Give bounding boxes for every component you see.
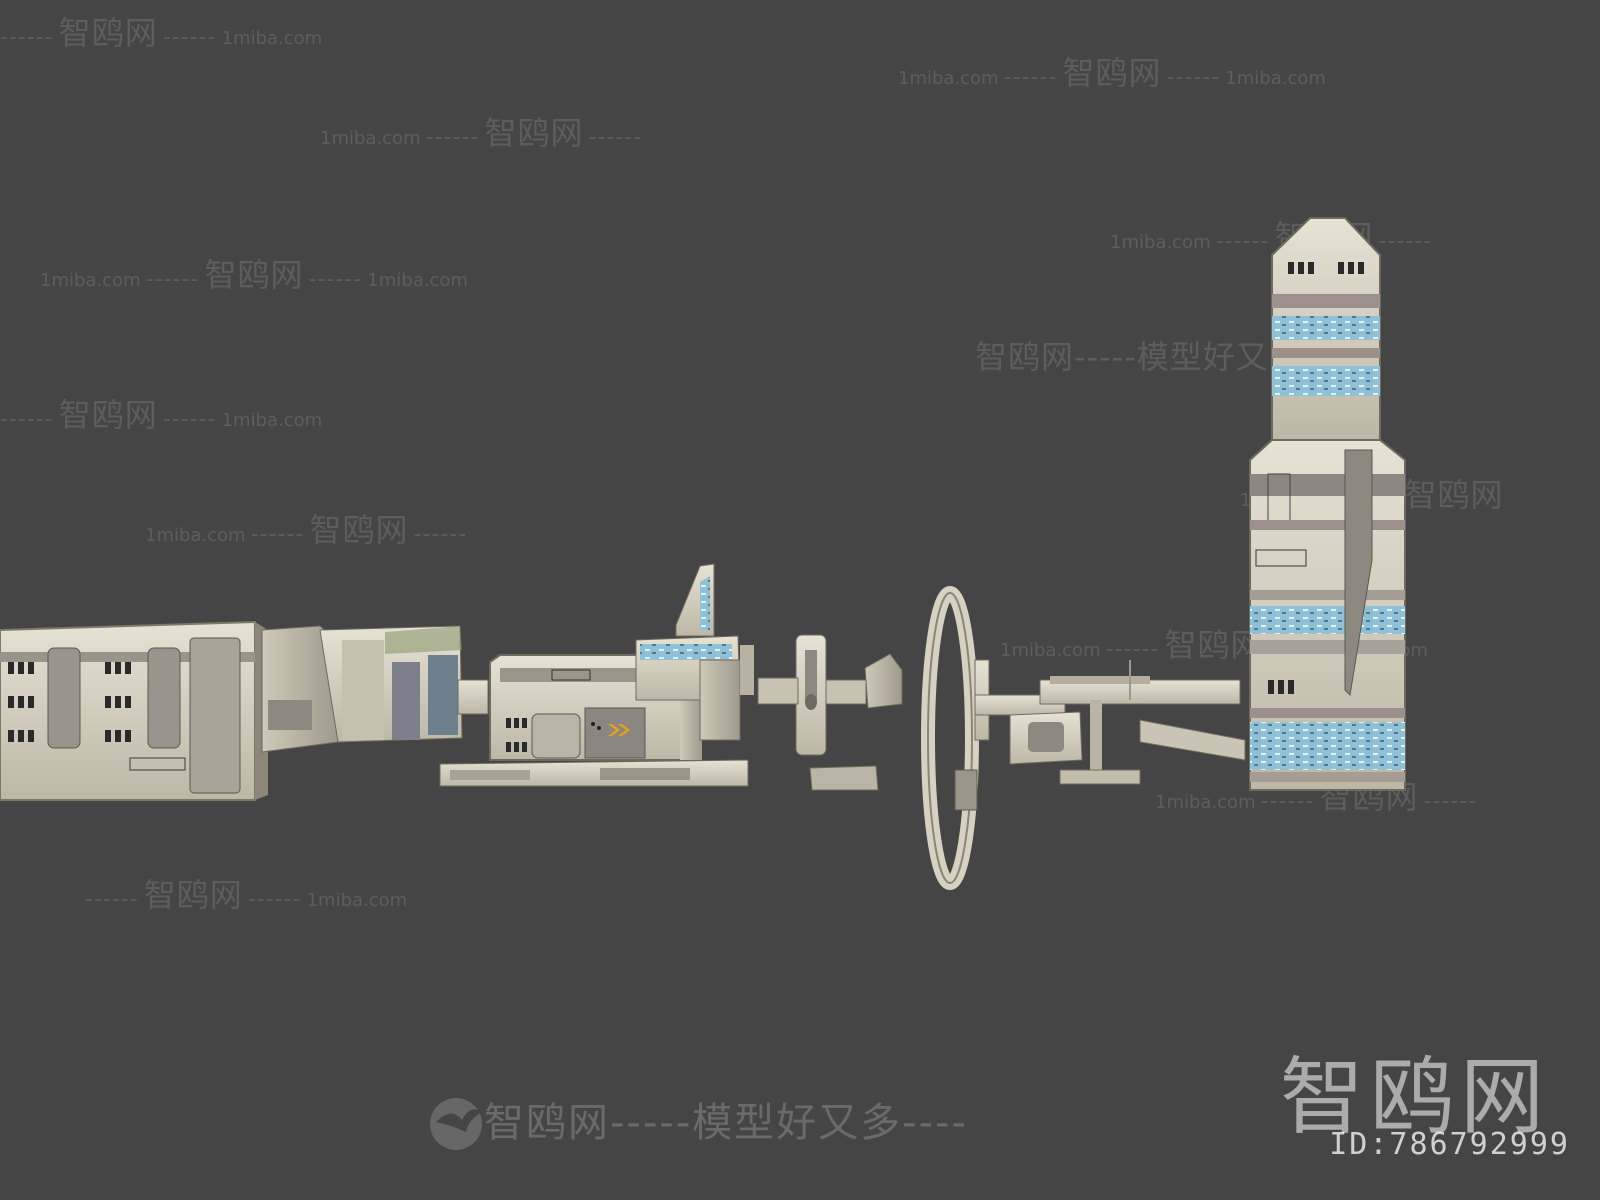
- watermark-dash: ------: [1215, 229, 1270, 254]
- watermark-cn: 智鸥网: [1062, 54, 1162, 92]
- fin-antenna: [675, 563, 715, 637]
- watermark-dash: ------: [1260, 789, 1315, 814]
- watermark-en: 1miba.com: [367, 270, 468, 291]
- watermark-en: 1miba.com: [1225, 68, 1326, 89]
- watermark-dash: ------: [425, 125, 480, 150]
- window-block: [635, 635, 754, 741]
- watermark-dash: ------: [0, 407, 54, 432]
- watermark-en: 1miba.com: [306, 890, 408, 911]
- watermark-en: 1miba.com: [320, 128, 421, 149]
- mid-left-modules: [261, 625, 463, 753]
- watermark-dash: ------: [1423, 789, 1478, 814]
- watermark-cn: 智鸥网: [484, 114, 584, 152]
- watermark-cn: 智鸥网: [1164, 626, 1264, 664]
- gull-logo-icon: [430, 1098, 482, 1150]
- pillar-module: [757, 634, 903, 791]
- watermark-row: ------ 智鸥网 ------ 1miba.com: [0, 8, 322, 54]
- watermark-dash: ------: [413, 522, 468, 547]
- watermark-dash: ------: [145, 267, 200, 292]
- brand-logo-text: 智鸥网: [1279, 1048, 1550, 1146]
- watermark-dash: ------: [1003, 65, 1058, 90]
- watermark-cn: 智鸥网: [204, 256, 304, 294]
- tower-module: [1249, 217, 1406, 791]
- watermark-en: 1miba.com: [1110, 232, 1211, 253]
- watermark-dash: ------: [308, 267, 363, 292]
- watermark-en: 1miba.com: [1155, 792, 1256, 813]
- watermark-dash: ------: [85, 887, 139, 912]
- watermark-cn: 智鸥网: [58, 396, 158, 434]
- watermark-en: 1miba.com: [40, 270, 141, 291]
- watermark-row: ------ 智鸥网 ------ 1miba.com: [0, 390, 322, 436]
- left-hab-module: [0, 620, 268, 801]
- watermark-row: 1miba.com ------ 智鸥网 ------: [320, 108, 642, 154]
- watermark-dash: ------: [162, 407, 217, 432]
- watermark-row: 1miba.com ------ 智鸥网 ------ 1miba.com: [40, 250, 468, 296]
- watermark-cn: 智鸥网: [1404, 476, 1504, 514]
- watermark-dash: ------: [0, 25, 54, 50]
- watermark-dash: ------: [1378, 229, 1433, 254]
- ring-structure: [921, 586, 979, 890]
- watermark-dash: ------: [1166, 65, 1221, 90]
- watermark-en: 1miba.com: [898, 68, 999, 89]
- watermark-en: 1miba.com: [221, 28, 323, 49]
- bottom-banner-text: 智鸥网-----模型好又多----: [484, 1100, 968, 1146]
- watermark-dash: ------: [250, 522, 305, 547]
- watermark-row: 1miba.com ------ 智鸥网 ------: [1155, 772, 1477, 818]
- base-platform: [439, 759, 749, 787]
- watermark-dash: ------: [162, 25, 217, 50]
- watermark-row: ------ 智鸥网 ------ 1miba.com: [85, 870, 407, 916]
- watermark-row: 1miba.com ------ 智鸥网 ------: [145, 505, 467, 551]
- chevron-arrow-icon: [608, 724, 630, 736]
- watermark-en: 1miba.com: [221, 410, 323, 431]
- watermark-cn: 智鸥网: [143, 876, 243, 914]
- watermark-en: 1miba.com: [145, 525, 246, 546]
- watermark-cn: 智鸥网: [309, 511, 409, 549]
- truss-machinery: [974, 659, 1246, 785]
- connector-tube: [457, 679, 489, 715]
- watermark-row: 1miba.com ------ 智鸥网 ------ 1miba.com: [898, 48, 1326, 94]
- bottom-watermark-banner: 智鸥网-----模型好又多----: [428, 1090, 968, 1148]
- watermark-dash: ------: [1105, 637, 1160, 662]
- watermark-cn: 智鸥网: [58, 14, 158, 52]
- watermark-en: 1miba.com: [1000, 640, 1101, 661]
- model-id-label: ID:786792999: [1329, 1127, 1570, 1162]
- watermark-dash: ------: [588, 125, 643, 150]
- watermark-dash: ------: [247, 887, 302, 912]
